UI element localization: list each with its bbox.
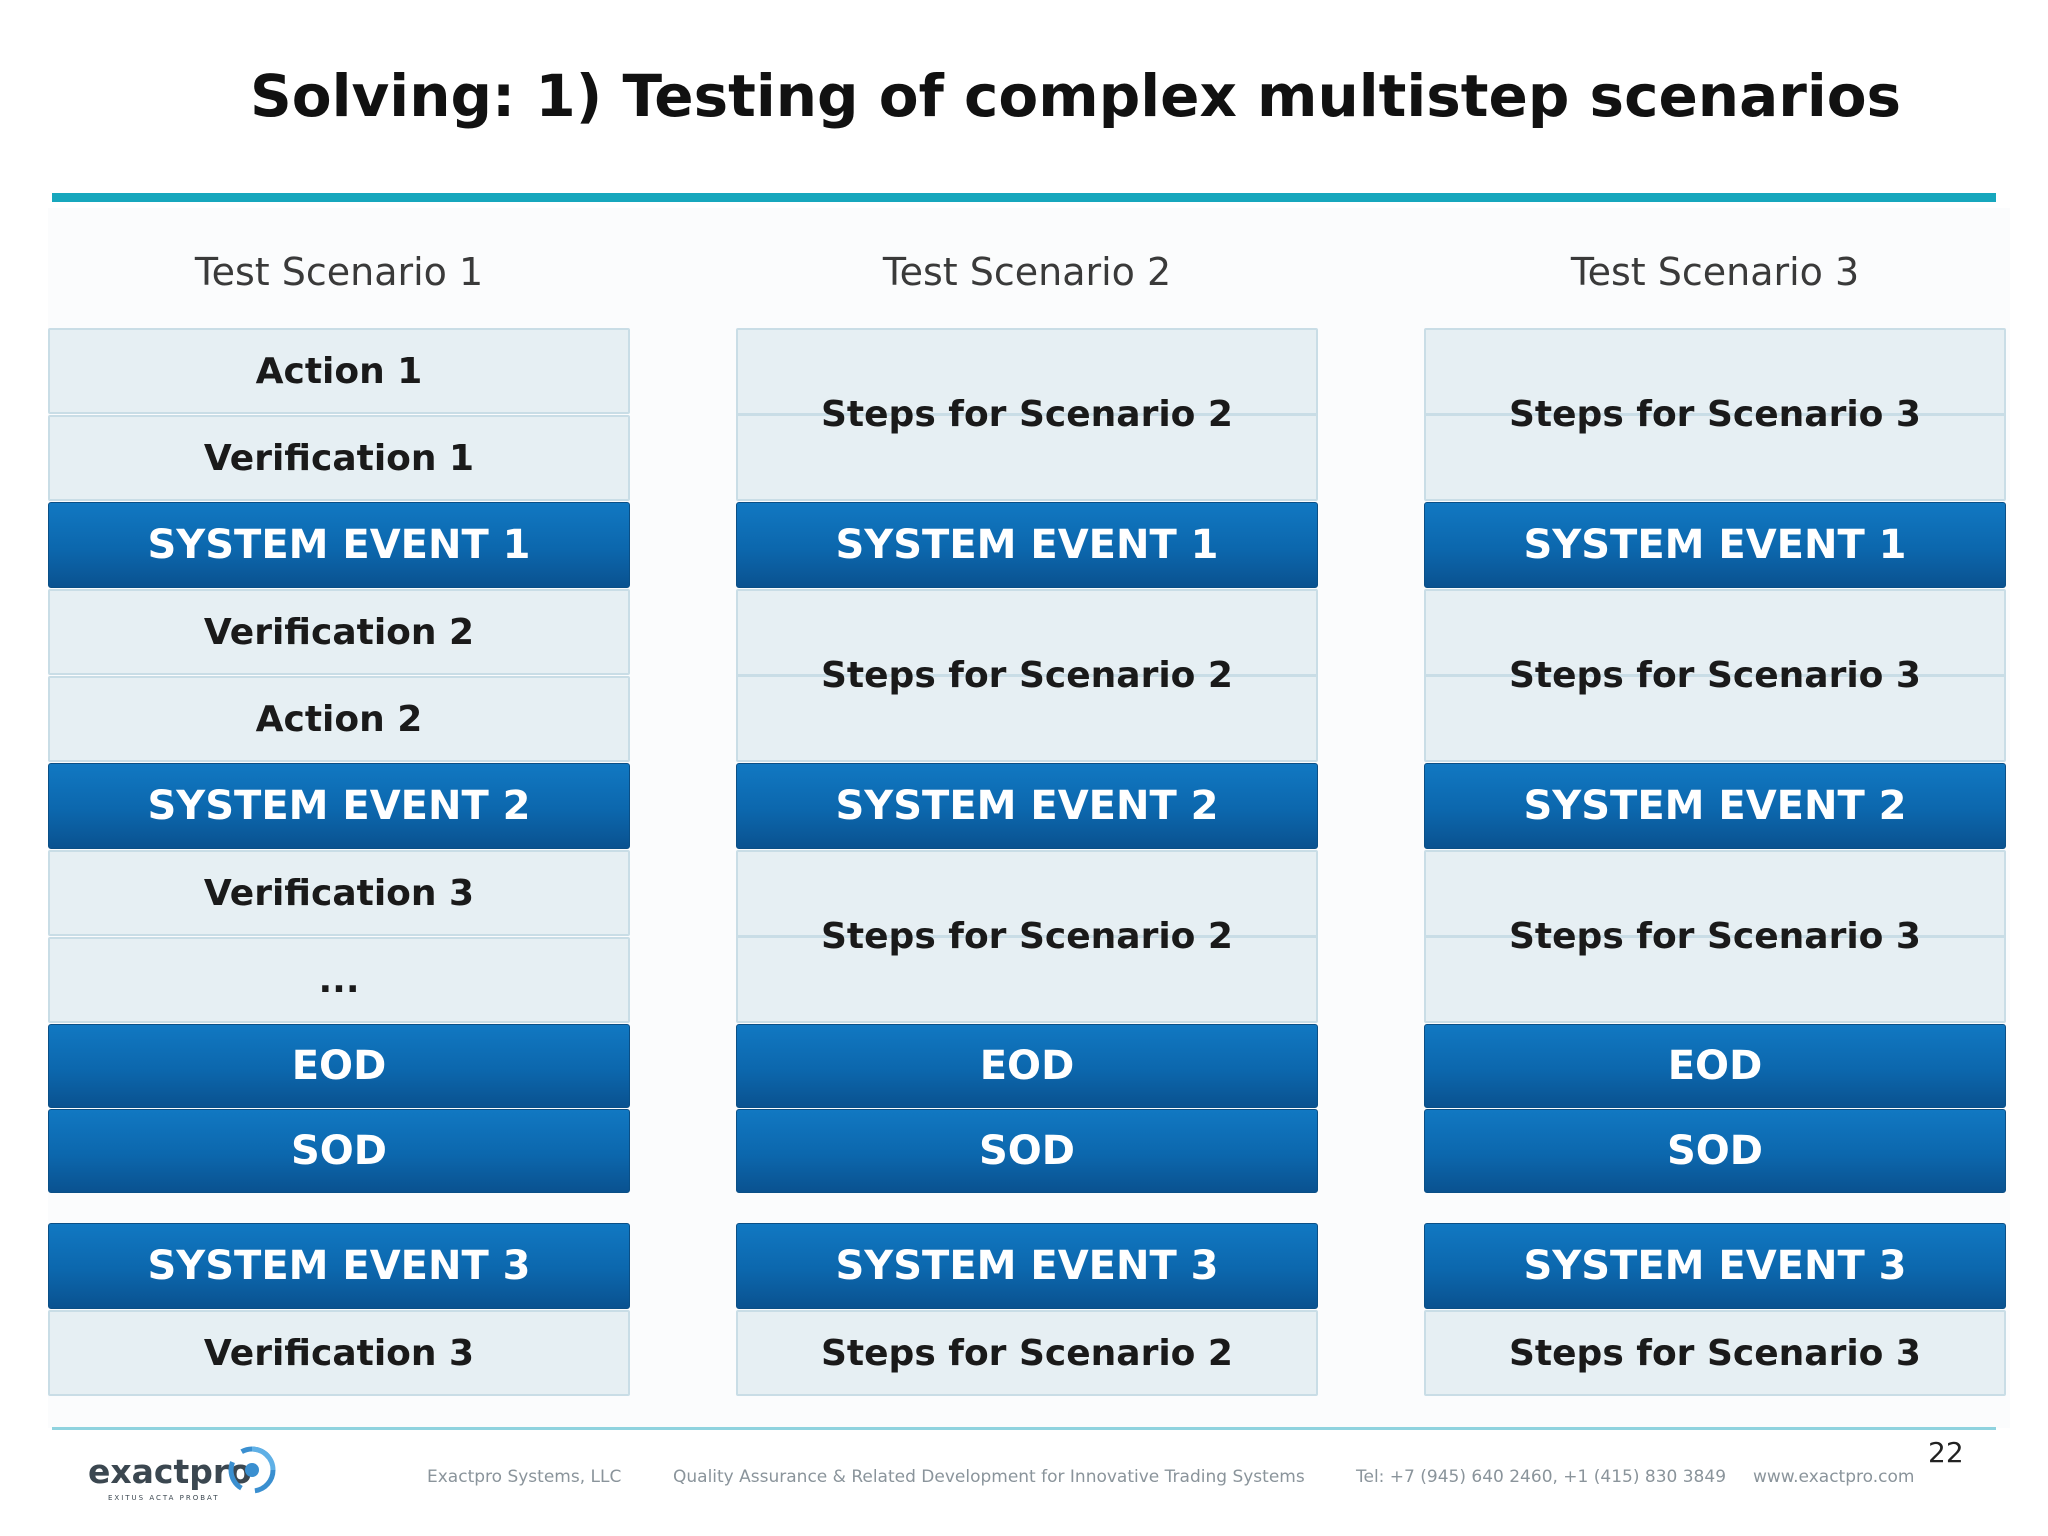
footer-phone: Tel: +7 (945) 640 2460, +1 (415) 830 384… [1356, 1467, 1727, 1487]
sod-cell: SOD [736, 1109, 1318, 1193]
steps-cell: Steps for Scenario 2 [736, 589, 1318, 762]
system-event-cell: SYSTEM EVENT 1 [1424, 502, 2006, 588]
system-event-cell: SYSTEM EVENT 1 [736, 502, 1318, 588]
scenario-column-3: Test Scenario 3 Steps for Scenario 3 SYS… [1424, 208, 2006, 1396]
company-logo-text: exactpro [88, 1452, 252, 1491]
eod-cell: EOD [736, 1024, 1318, 1108]
step-cell: Verification 2 [48, 589, 630, 675]
sod-cell: SOD [1424, 1109, 2006, 1193]
scenario-column-1: Test Scenario 1 Action 1 Verification 1 … [48, 208, 630, 1396]
step-cell: Verification 1 [48, 415, 630, 501]
system-event-cell: SYSTEM EVENT 2 [48, 763, 630, 849]
footer [48, 1432, 2010, 1536]
page-number: 22 [1928, 1436, 1964, 1469]
step-cell: ... [48, 937, 630, 1023]
system-event-cell: SYSTEM EVENT 3 [736, 1223, 1318, 1309]
system-event-cell: SYSTEM EVENT 1 [48, 502, 630, 588]
system-event-cell: SYSTEM EVENT 3 [48, 1223, 630, 1309]
logo-tagline: EXITUS ACTA PROBAT [108, 1494, 220, 1502]
steps-cell: Steps for Scenario 2 [736, 850, 1318, 1023]
steps-cell: Steps for Scenario 3 [1424, 850, 2006, 1023]
step-cell: Verification 3 [48, 1310, 630, 1396]
system-event-cell: SYSTEM EVENT 3 [1424, 1223, 2006, 1309]
eod-cell: EOD [48, 1024, 630, 1108]
steps-cell: Steps for Scenario 3 [1424, 328, 2006, 501]
logo-icon [228, 1446, 276, 1494]
step-cell: Action 1 [48, 328, 630, 414]
title-divider [52, 193, 1996, 202]
eod-cell: EOD [1424, 1024, 2006, 1108]
slide-title: Solving: 1) Testing of complex multistep… [250, 62, 1902, 130]
steps-cell: Steps for Scenario 2 [736, 1310, 1318, 1396]
steps-cell: Steps for Scenario 3 [1424, 589, 2006, 762]
scenario-column-2: Test Scenario 2 Steps for Scenario 2 SYS… [736, 208, 1318, 1396]
footer-tagline: Quality Assurance & Related Development … [673, 1467, 1305, 1487]
system-event-cell: SYSTEM EVENT 2 [1424, 763, 2006, 849]
sod-cell: SOD [48, 1109, 630, 1193]
footer-website: www.exactpro.com [1753, 1467, 1915, 1487]
column-heading: Test Scenario 2 [882, 250, 1172, 294]
steps-cell: Steps for Scenario 3 [1424, 1310, 2006, 1396]
system-event-cell: SYSTEM EVENT 2 [736, 763, 1318, 849]
step-cell: Action 2 [48, 676, 630, 762]
column-heading: Test Scenario 1 [194, 250, 484, 294]
column-heading: Test Scenario 3 [1570, 250, 1860, 294]
footer-divider [52, 1427, 1996, 1430]
step-cell: Verification 3 [48, 850, 630, 936]
footer-company: Exactpro Systems, LLC [427, 1467, 622, 1487]
steps-cell: Steps for Scenario 2 [736, 328, 1318, 501]
